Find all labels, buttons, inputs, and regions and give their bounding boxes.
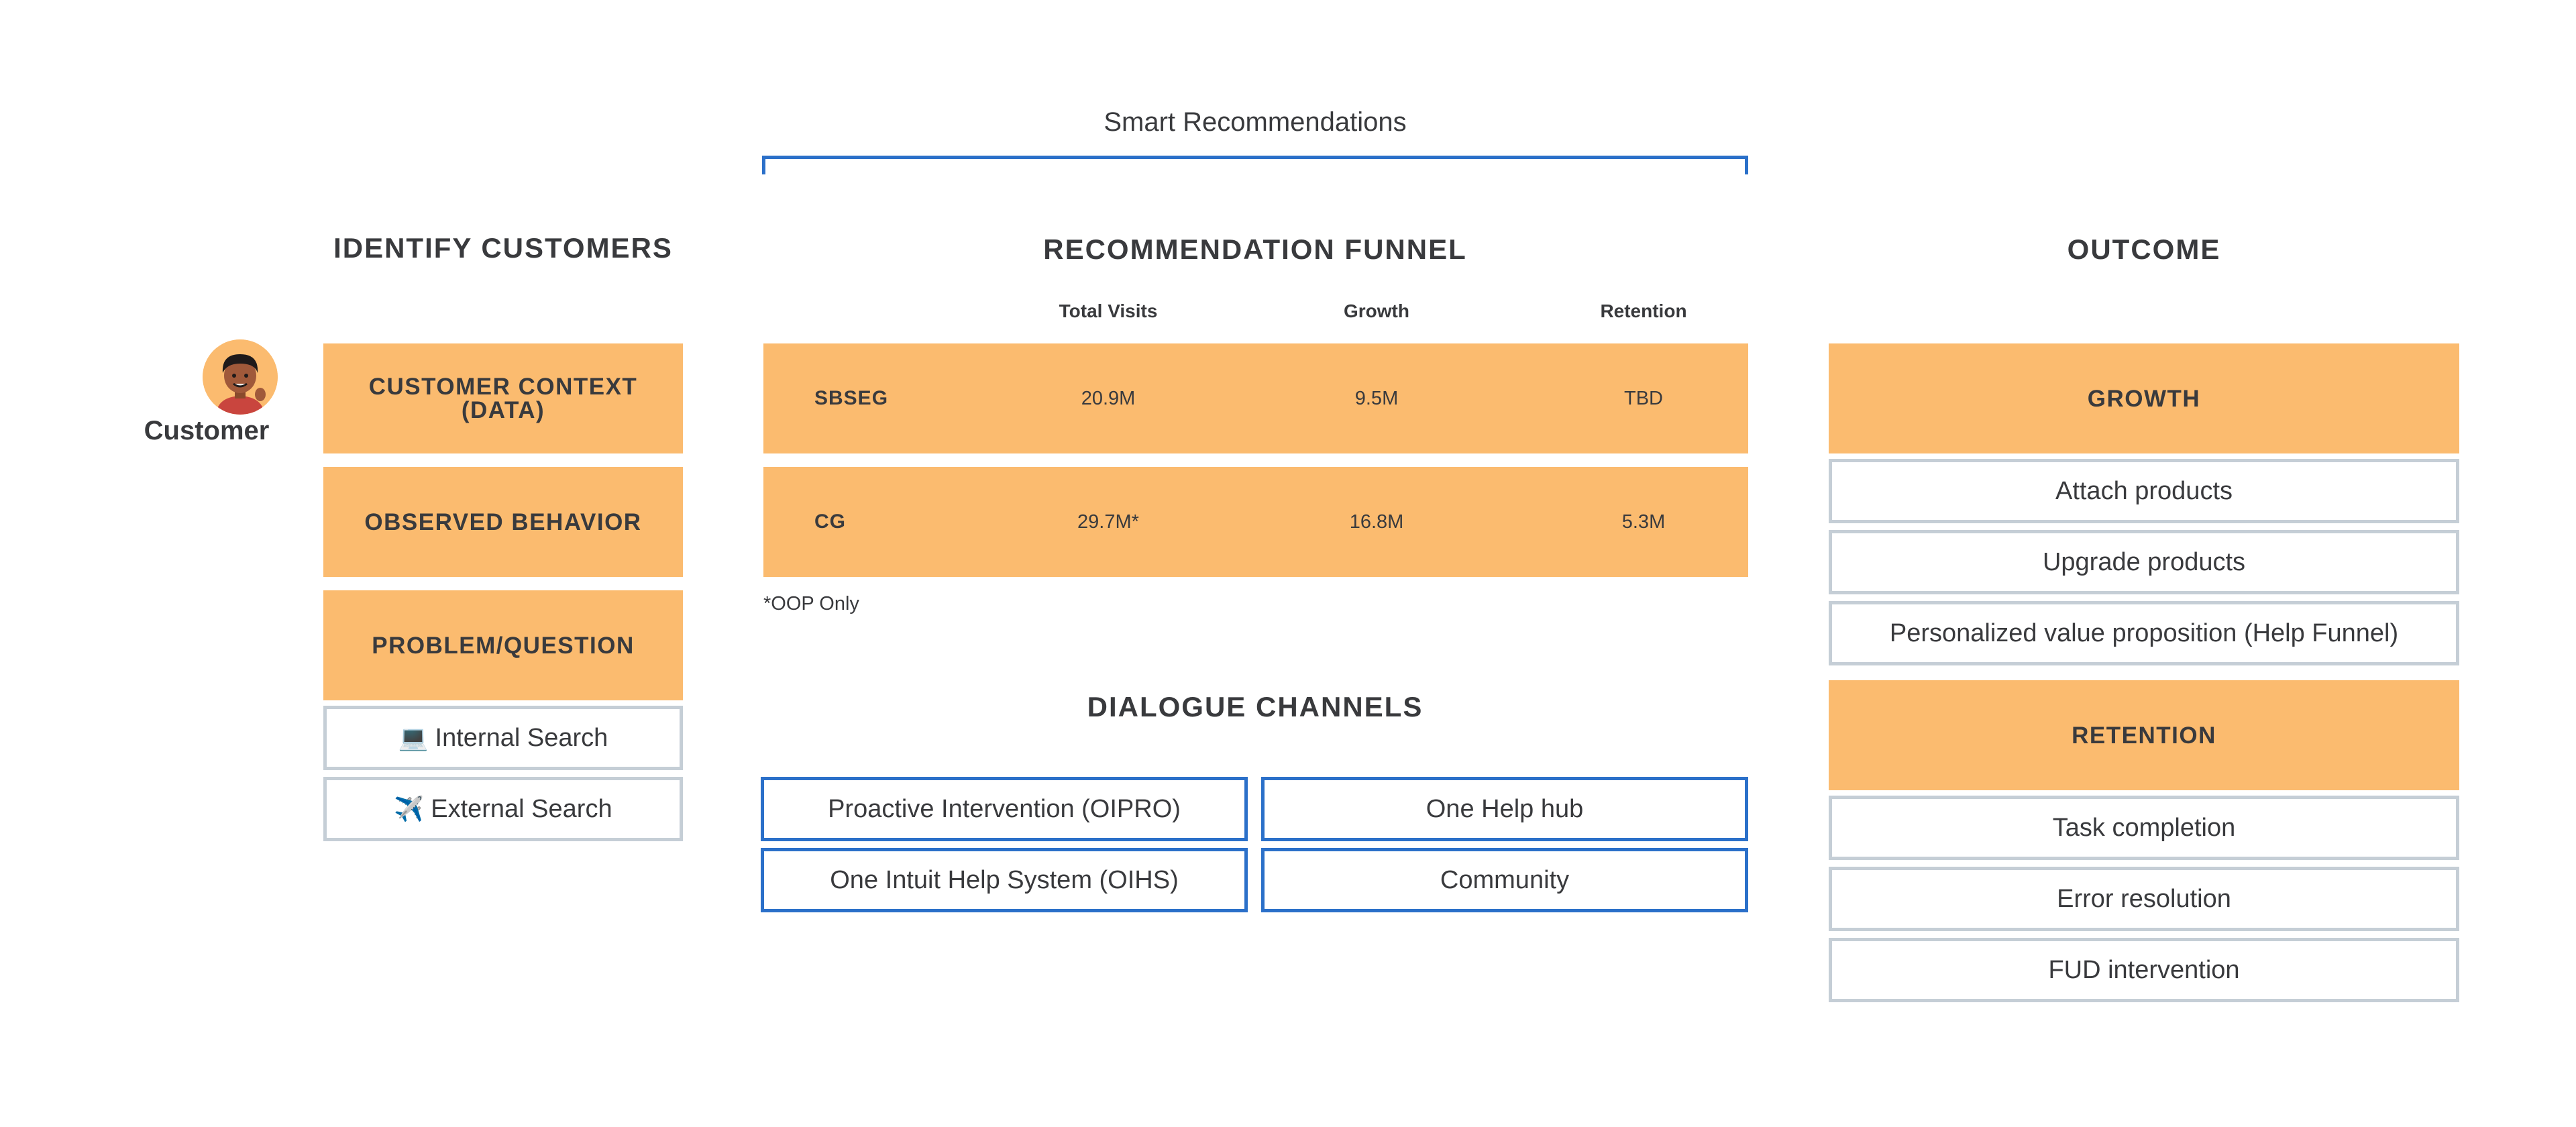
external-search-label: External Search: [431, 794, 612, 823]
recommendation-funnel-heading: RECOMMENDATION FUNNEL: [1043, 233, 1467, 265]
channel-community: Community: [1261, 848, 1748, 912]
channel-oihs: One Intuit Help System (OIHS): [761, 848, 1248, 912]
channel-one-help-hub: One Help hub: [1261, 777, 1748, 841]
customer-context-label: CUSTOMER CONTEXT: [368, 374, 638, 400]
growth-box: GROWTH: [1829, 343, 2459, 453]
funnel-cell-retention: 5.3M: [1621, 511, 1666, 533]
funnel-row-cg: CG 29.7M* 16.8M 5.3M: [763, 467, 1748, 577]
retention-box: RETENTION: [1829, 680, 2459, 790]
retention-item-task-completion: Task completion: [1829, 796, 2459, 860]
problem-question-box: PROBLEM/QUESTION: [323, 590, 683, 700]
column-header-total-visits: Total Visits: [1059, 301, 1158, 321]
funnel-footnote: *OOP Only: [763, 593, 859, 614]
external-search-box: ✈️ External Search: [323, 777, 683, 841]
customer-context-box: CUSTOMER CONTEXT (DATA): [323, 343, 683, 453]
funnel-cell-retention: TBD: [1624, 387, 1663, 409]
funnel-cell-growth: 9.5M: [1354, 387, 1399, 409]
funnel-row-sbseg: SBSEG 20.9M 9.5M TBD: [763, 343, 1748, 453]
growth-item-attach-products: Attach products: [1829, 459, 2459, 523]
funnel-cell-total-visits: 29.7M*: [1077, 511, 1139, 533]
customer-avatar: [203, 339, 278, 415]
retention-item-fud-intervention: FUD intervention: [1829, 938, 2459, 1002]
funnel-row-label: SBSEG: [814, 387, 889, 409]
identify-customers-heading: IDENTIFY CUSTOMERS: [333, 232, 673, 264]
growth-item-upgrade-products: Upgrade products: [1829, 530, 2459, 594]
internal-search-box: 💻 Internal Search: [323, 706, 683, 770]
outcome-heading: OUTCOME: [2067, 233, 2221, 265]
smart-recommendations-title: Smart Recommendations: [1104, 107, 1407, 137]
dialogue-channels-heading: DIALOGUE CHANNELS: [1087, 691, 1424, 722]
retention-item-error-resolution: Error resolution: [1829, 867, 2459, 931]
observed-behavior-box: OBSERVED BEHAVIOR: [323, 467, 683, 577]
growth-item-personalized-value: Personalized value proposition (Help Fun…: [1829, 601, 2459, 665]
customer-label: Customer: [144, 416, 270, 445]
internal-search-label: Internal Search: [435, 723, 608, 752]
column-header-retention: Retention: [1600, 301, 1687, 321]
channel-proactive-intervention: Proactive Intervention (OIPRO): [761, 777, 1248, 841]
smart-recommendations-bracket: [762, 156, 1748, 174]
funnel-cell-growth: 16.8M: [1349, 511, 1404, 533]
column-header-growth: Growth: [1344, 301, 1409, 321]
funnel-row-label: CG: [814, 511, 846, 533]
customer-context-sublabel: (DATA): [461, 397, 545, 423]
laptop-icon: 💻: [398, 724, 429, 751]
customer-avatar-icon: [203, 339, 278, 415]
airplane-icon: ✈️: [394, 795, 425, 822]
funnel-cell-total-visits: 20.9M: [1081, 387, 1136, 409]
